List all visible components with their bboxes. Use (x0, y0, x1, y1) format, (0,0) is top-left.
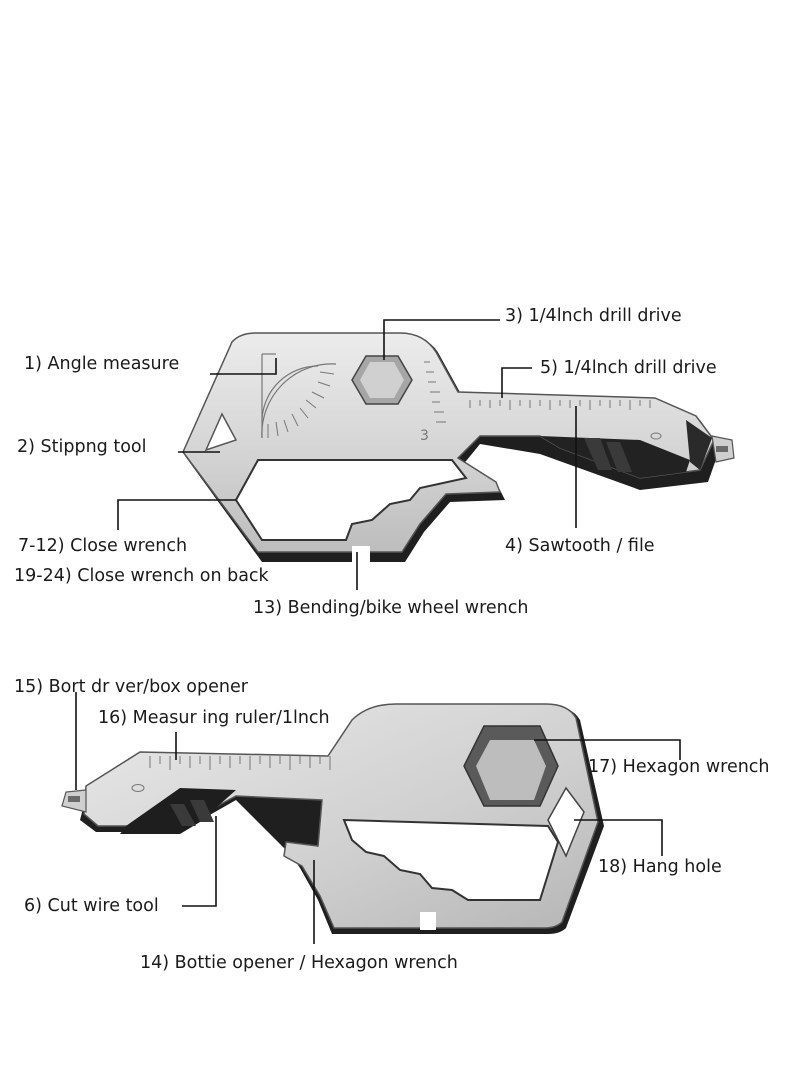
bottom-multitool (61, 703, 604, 934)
label-drill-drive-b: 5) 1/4lnch drill drive (540, 358, 717, 378)
top-ruler-ticks (469, 400, 651, 410)
label-drill-drive-a: 3) 1/4lnch drill drive (505, 306, 682, 326)
engraved-number: 3 (420, 428, 429, 444)
sawtooth-notch-2 (606, 442, 632, 472)
bottom-wrench-cutout (342, 818, 560, 901)
bottom-bottom-notch (420, 912, 436, 930)
stripping-hole (204, 412, 238, 452)
cut-notch-2 (190, 800, 214, 822)
hang-hole (547, 786, 585, 858)
top-hex-hole-inner (360, 362, 404, 398)
label-measuring-ruler: 16) Measur ing ruler/1lnch (98, 708, 330, 728)
label-close-wrench-back: 19-24) Close wrench on back (14, 566, 269, 586)
bottom-hex-hole-inner (476, 740, 546, 800)
label-cut-wire: 6) Cut wire tool (24, 896, 159, 916)
label-angle-measure: 1) Angle measure (24, 354, 180, 374)
label-sawtooth-file: 4) Sawtooth / file (505, 536, 655, 556)
label-screwdriver: 15) Bort dr ver/box opener (14, 677, 248, 697)
tip-bevel (686, 420, 712, 470)
leader-lines (75, 319, 681, 944)
bottom-tip-slot (68, 796, 80, 802)
bottom-ruler-ticks (149, 756, 331, 770)
label-hexagon-wrench: 17) Hexagon wrench (588, 757, 770, 777)
protractor-ticks (267, 371, 335, 438)
leader-close-wrench (117, 499, 236, 530)
top-neck-ticks (424, 361, 446, 423)
leader-drill-drive-b (501, 367, 532, 398)
leader-hang-hole (574, 819, 663, 856)
label-bending-wrench: 13) Bending/bike wheel wrench (253, 598, 529, 618)
angle-protractor (261, 353, 337, 439)
label-stripping-tool: 2) Stippng tool (17, 437, 147, 457)
sawtooth-notch-1 (584, 438, 612, 470)
leader-hexagon-wrench (534, 739, 681, 760)
bottom-tip-oval (131, 784, 145, 792)
top-bottom-notch (352, 546, 370, 564)
leader-drill-drive-a (383, 319, 500, 360)
cut-notch-1 (170, 804, 196, 826)
leader-angle-measure (210, 358, 277, 375)
label-bottle-opener: 14) Bottie opener / Hexagon wrench (140, 953, 458, 973)
leader-cut-wire (182, 816, 217, 907)
top-tip-oval (650, 432, 662, 440)
top-wrench-cutout (234, 459, 468, 541)
label-hang-hole: 18) Hang hole (598, 857, 722, 877)
label-close-wrench: 7-12) Close wrench (18, 536, 188, 556)
top-multitool: 3 (182, 332, 735, 564)
tip-slot (716, 446, 728, 452)
